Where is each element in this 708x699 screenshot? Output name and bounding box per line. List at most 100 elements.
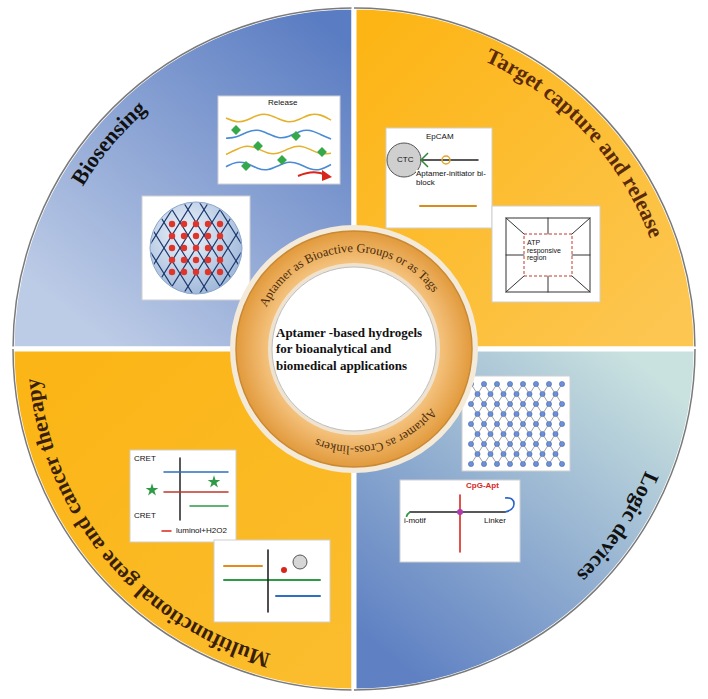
title-path: Biosensing <box>66 95 151 189</box>
lattice-node <box>559 381 564 386</box>
sector-fill <box>354 349 696 691</box>
lattice-node <box>475 391 480 396</box>
figure-panel <box>218 96 340 184</box>
lattice-node <box>494 441 499 446</box>
lattice-node <box>540 411 545 416</box>
mesh-line <box>198 200 258 296</box>
target-molecule <box>277 155 287 165</box>
lattice-node <box>507 401 512 406</box>
lattice-node <box>514 431 519 436</box>
lattice-node <box>533 441 538 446</box>
sector-group: Multifunctional gene and cancer therapy <box>12 349 354 691</box>
figure-panel <box>214 540 330 622</box>
lattice-node <box>481 421 486 426</box>
lattice-node <box>533 381 538 386</box>
mesh-line <box>134 200 194 296</box>
lattice-node <box>501 451 506 456</box>
signal-dot <box>205 257 211 263</box>
signal-dot <box>181 269 187 275</box>
crosslink <box>548 276 549 292</box>
circle-glow <box>270 265 438 433</box>
reaction-arrow <box>162 530 171 532</box>
mesh-line <box>118 200 178 296</box>
figure-panel <box>142 196 250 300</box>
block-bar <box>420 205 476 207</box>
crosslink <box>572 255 590 256</box>
lattice-node <box>488 391 493 396</box>
dna-strand <box>164 491 228 493</box>
lattice-node <box>559 421 564 426</box>
center-ring: Aptamer as Bioactive Groups or as TagsAp… <box>234 229 474 469</box>
ring-fill <box>236 231 472 467</box>
signal-dot <box>217 269 223 275</box>
figure-panel <box>130 450 236 542</box>
hairpin <box>505 498 514 512</box>
lattice-node <box>520 441 525 446</box>
lattice-node <box>553 431 558 436</box>
dna-strand <box>224 579 320 581</box>
lattice-node <box>514 391 519 396</box>
lattice-node <box>494 381 499 386</box>
crosslink <box>572 218 590 234</box>
signal-dot <box>205 269 211 275</box>
title-path: Logic devices <box>572 469 664 589</box>
dna-strand <box>267 550 269 612</box>
lattice-node <box>546 401 551 406</box>
i-motif-loop <box>406 512 410 522</box>
signal-dot <box>181 245 187 251</box>
lattice-node <box>540 451 545 456</box>
mesh-line <box>150 200 210 296</box>
crosslink <box>506 255 524 256</box>
lattice-node <box>468 381 473 386</box>
dna-strand <box>226 146 331 154</box>
lattice-node <box>481 461 486 466</box>
dna-strand <box>224 565 262 567</box>
illustration <box>400 376 570 562</box>
target-molecule <box>241 161 251 171</box>
lattice-node <box>475 411 480 416</box>
quadrant-title: Multifunctional gene and cancer therapy <box>19 377 272 673</box>
sector-group: Logic devices <box>354 349 696 691</box>
figure-panel <box>462 376 570 471</box>
sector-rim <box>13 349 354 690</box>
lattice-node <box>546 381 551 386</box>
signal-dot <box>217 257 223 263</box>
figure-panel <box>400 480 520 562</box>
signal-dot <box>169 221 175 227</box>
signal-dot <box>193 269 199 275</box>
lattice-node <box>481 381 486 386</box>
ring-glow <box>233 228 475 470</box>
lattice-node <box>501 411 506 416</box>
lattice-outer <box>506 218 590 292</box>
aptamer-loop <box>442 156 450 164</box>
lattice-inner <box>524 234 572 276</box>
lattice-node <box>488 431 493 436</box>
ring-group: Aptamer as Bioactive Groups or as TagsAp… <box>233 228 475 470</box>
signal-dot <box>193 245 199 251</box>
signal-dot <box>205 233 211 239</box>
signal-dot <box>193 233 199 239</box>
lattice-node <box>514 451 519 456</box>
crosslink <box>506 276 524 292</box>
lattice-node <box>520 381 525 386</box>
dna-strand <box>226 114 331 122</box>
lattice-node <box>520 421 525 426</box>
lattice-node <box>507 441 512 446</box>
quadrant-title: Target capture and release <box>482 43 669 241</box>
mesh-line <box>182 200 242 296</box>
signal-dot <box>193 221 199 227</box>
lattice-node <box>488 411 493 416</box>
lattice-node <box>520 461 525 466</box>
signal-dot <box>169 245 175 251</box>
circle-fill <box>272 267 436 431</box>
signal-dot <box>193 257 199 263</box>
crosslink <box>506 218 524 234</box>
mesh-line <box>118 200 178 296</box>
lattice-node <box>494 421 499 426</box>
mesh-line <box>166 200 226 296</box>
lattice-node <box>494 401 499 406</box>
lattice-node <box>546 461 551 466</box>
lattice-node <box>533 461 538 466</box>
dna-strand <box>226 130 331 139</box>
